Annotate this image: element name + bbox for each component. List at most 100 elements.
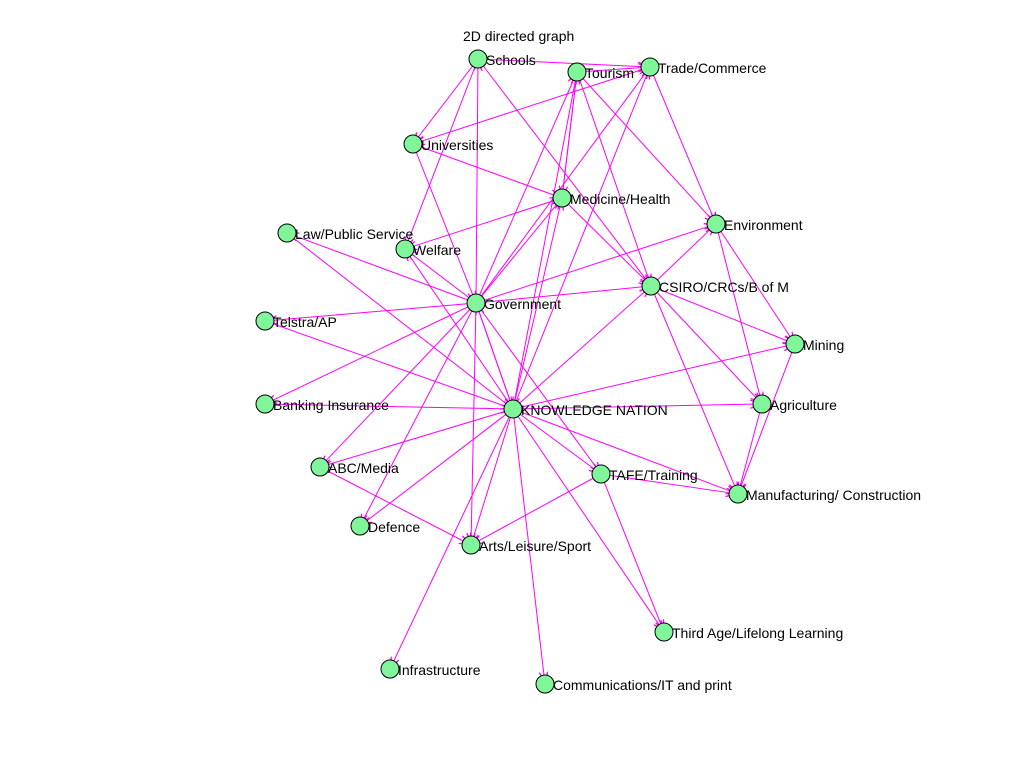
edge-government-to-law-public-service (290, 234, 477, 304)
edge-environment-to-agriculture (715, 223, 761, 401)
edge-knowledge-nation-to-government (477, 306, 514, 410)
node-label: Environment (724, 217, 803, 233)
node-circle (728, 484, 748, 504)
graph-node: Tourism (567, 62, 634, 82)
edge-schools-to-csiro-crcs-b-of-m (477, 58, 649, 284)
node-circle (350, 516, 370, 536)
graph-node: Law/Public Service (277, 223, 413, 243)
node-label: Medicine/Health (570, 191, 670, 207)
edge-tafe-training-to-third-age-lifelong-learning (600, 473, 663, 629)
edge-government-to-tourism (475, 75, 576, 304)
node-label: Agriculture (770, 397, 837, 413)
graph-node: Infrastructure (380, 659, 481, 679)
edge-government-to-tafe-training (475, 302, 599, 472)
node-label: Arts/Leisure/Sport (479, 538, 591, 554)
node-label: Infrastructure (398, 662, 481, 678)
edge-knowledge-nation-to-manufacturing-construction (512, 408, 735, 493)
node-label: CSIRO/CRCs/B of M (659, 279, 789, 295)
node-circle (310, 457, 330, 477)
node-circle (380, 659, 400, 679)
node-label: Welfare (413, 242, 461, 258)
edge-trade-commerce-to-environment (649, 66, 715, 221)
node-label: Third Age/Lifelong Learning (672, 625, 843, 641)
edge-law-public-service-to-knowledge-nation (286, 232, 511, 407)
edge-telstra-ap-to-knowledge-nation (264, 320, 510, 408)
node-circle (552, 188, 572, 208)
edge-banking-insurance-to-knowledge-nation (264, 403, 510, 409)
node-label: ABC/Media (328, 460, 399, 476)
edge-knowledge-nation-to-abc-media (323, 408, 514, 466)
edge-schools-to-welfare (406, 58, 479, 246)
edge-universities-to-medicine-health (412, 143, 559, 197)
graph-node: Telstra/AP (255, 311, 337, 331)
edge-tourism-to-environment (576, 71, 714, 222)
edge-government-to-arts-leisure-sport (471, 302, 477, 542)
graph-node: Manufacturing/ Construction (728, 484, 921, 504)
node-label: Banking Insurance (273, 397, 389, 413)
edge-government-to-telstra-ap (268, 302, 477, 321)
edges-layer (264, 58, 796, 681)
edge-trade-commerce-to-universities (416, 66, 651, 143)
graph-node: Agriculture (752, 394, 837, 414)
edge-government-to-trade-commerce (475, 69, 648, 304)
node-label: Defence (368, 519, 420, 535)
node-circle (654, 622, 674, 642)
graph-node: Defence (350, 516, 420, 536)
node-label: Law/Public Service (295, 226, 413, 242)
node-circle (567, 62, 587, 82)
edge-knowledge-nation-to-agriculture (512, 404, 759, 410)
graph-node: Universities (403, 134, 493, 154)
edge-government-to-csiro-crcs-b-of-m (475, 286, 648, 304)
node-circle (468, 49, 488, 69)
edge-tafe-training-to-manufacturing-construction (600, 473, 735, 494)
edge-knowledge-nation-to-defence (362, 408, 514, 524)
node-circle (255, 311, 275, 331)
graph-node: Medicine/Health (552, 188, 670, 208)
graph-node: Mining (785, 334, 844, 354)
edge-tourism-to-trade-commerce (576, 67, 647, 73)
node-label: Universities (421, 137, 493, 153)
graph-node: KNOWLEDGE NATION (503, 399, 668, 419)
edge-tafe-training-to-arts-leisure-sport (474, 473, 602, 544)
edge-government-to-schools (476, 62, 478, 304)
graph-node: Government (466, 293, 561, 313)
node-label: KNOWLEDGE NATION (521, 402, 668, 418)
edge-government-to-environment (475, 225, 713, 304)
edge-universities-to-government (412, 143, 475, 300)
edge-knowledge-nation-to-tafe-training (512, 408, 599, 472)
node-label: Tourism (585, 65, 634, 81)
edge-government-to-defence (361, 302, 477, 523)
edge-csiro-crcs-b-of-m-to-mining (650, 285, 792, 343)
node-label: Trade/Commerce (658, 60, 767, 76)
node-label: Telstra/AP (273, 314, 337, 330)
graph-node: Schools (468, 49, 536, 69)
node-circle (706, 214, 726, 234)
graph-node: Communications/IT and print (535, 674, 732, 694)
edge-tourism-to-csiro-crcs-b-of-m (576, 71, 650, 283)
edge-government-to-welfare (407, 251, 477, 304)
node-circle (503, 399, 523, 419)
edge-schools-to-universities (415, 58, 479, 142)
edge-knowledge-nation-to-mining (512, 345, 792, 410)
edge-government-to-medicine-health (475, 200, 560, 304)
node-circle (395, 239, 415, 259)
edge-knowledge-nation-to-csiro-crcs-b-of-m (512, 288, 649, 410)
edge-medicine-health-to-csiro-crcs-b-of-m (561, 197, 649, 284)
graph-node: ABC/Media (310, 457, 399, 477)
node-circle (640, 57, 660, 77)
edge-knowledge-nation-to-trade-commerce (512, 70, 649, 410)
graph-node: Trade/Commerce (640, 57, 767, 77)
edge-agriculture-to-manufacturing-construction (739, 403, 763, 491)
node-circle (641, 276, 661, 296)
edge-schools-to-trade-commerce (477, 58, 647, 67)
node-circle (535, 674, 555, 694)
node-circle (591, 464, 611, 484)
graph-node: CSIRO/CRCs/B of M (641, 276, 789, 296)
node-circle (461, 535, 481, 555)
node-label: TAFE/Training (609, 467, 698, 483)
edge-environment-to-mining (715, 223, 793, 341)
graph-node: Banking Insurance (255, 394, 389, 414)
edge-knowledge-nation-to-welfare (407, 251, 514, 410)
node-circle (752, 394, 772, 414)
